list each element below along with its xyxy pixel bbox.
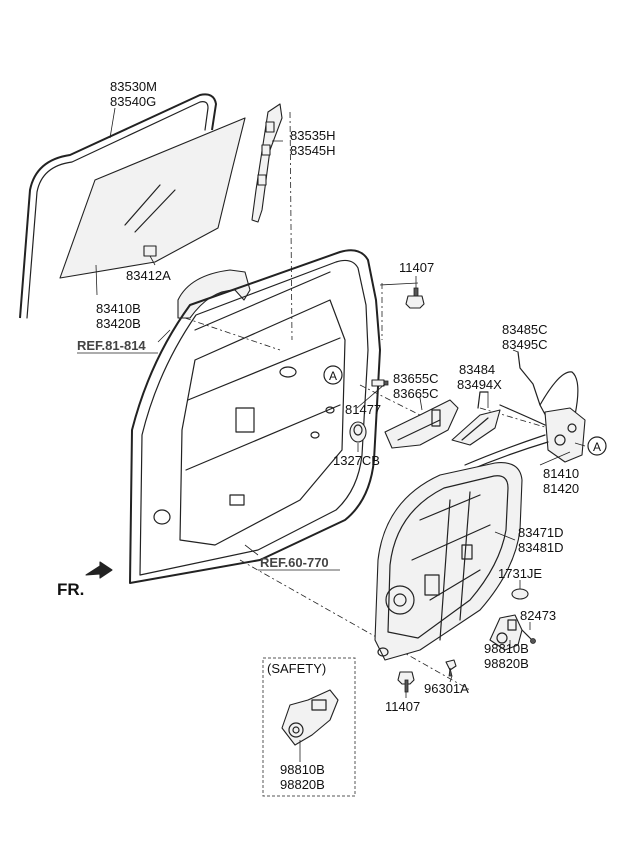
- phantom-line-latch: [479, 407, 556, 431]
- window-regulator[interactable]: [374, 462, 523, 661]
- label-front-direction: FR.: [57, 580, 84, 599]
- label-cable-2: 83495C: [502, 337, 548, 352]
- plug[interactable]: [511, 588, 529, 600]
- bolt-bottom[interactable]: [397, 671, 415, 693]
- phantom-line-regulator: [239, 559, 471, 691]
- glass-holder[interactable]: [143, 245, 157, 257]
- safety-box: [262, 657, 356, 797]
- label-regulator-2: 83481D: [518, 540, 564, 555]
- label-motor-1: 98810B: [484, 641, 529, 656]
- label-motor-2: 98820B: [484, 656, 529, 671]
- label-safety-motor-2: 98820B: [280, 777, 325, 792]
- bolt-top[interactable]: [405, 287, 425, 309]
- callout-a-upper-text: A: [329, 369, 337, 383]
- label-glass-holder: 83412A: [126, 268, 171, 283]
- leader-lines: [95, 107, 586, 762]
- label-inner-handle-2: 83665C: [393, 386, 439, 401]
- label-door-glass-2: 83420B: [96, 316, 141, 331]
- label-latch-2: 81420: [543, 481, 579, 496]
- regulator-motor[interactable]: [489, 614, 523, 651]
- handle-cable[interactable]: [499, 351, 579, 426]
- inside-handle[interactable]: [384, 399, 459, 449]
- label-bolt-top: 11407: [399, 260, 434, 275]
- label-door-glass-1: 83410B: [96, 301, 141, 316]
- label-channel-2: 83545H: [290, 143, 336, 158]
- lock-rod[interactable]: [451, 391, 501, 446]
- stopper[interactable]: [349, 421, 367, 443]
- striker[interactable]: [371, 379, 389, 387]
- safety-motor[interactable]: [281, 689, 339, 746]
- label-latch-1: 81410: [543, 466, 579, 481]
- label-ref-door[interactable]: REF.60-770: [260, 555, 329, 570]
- screw[interactable]: [521, 629, 536, 644]
- label-striker: 81477: [345, 402, 381, 417]
- label-inner-handle-1: 83655C: [393, 371, 439, 386]
- door-latch[interactable]: [464, 407, 586, 473]
- label-safety-title: (SAFETY): [267, 661, 326, 676]
- label-window-run-2: 83540G: [110, 94, 156, 109]
- label-lock-rod-1: 83484: [459, 362, 495, 377]
- label-lock-rod-2: 83494X: [457, 377, 502, 392]
- door-glass[interactable]: [59, 117, 246, 279]
- phantom-line-handle: [184, 317, 281, 351]
- rear-channel[interactable]: [251, 103, 283, 223]
- label-safety-motor-1: 98810B: [280, 762, 325, 777]
- window-run-channel[interactable]: [19, 93, 217, 319]
- phantom-line-inner: [359, 384, 431, 421]
- label-screw: 82473: [520, 608, 556, 623]
- label-clip: 96301A: [424, 681, 469, 696]
- front-direction-arrow-icon: [85, 561, 113, 579]
- label-stopper: 1327CB: [333, 453, 380, 468]
- label-bolt-bottom: 11407: [385, 699, 420, 714]
- label-window-run-1: 83530M: [110, 79, 157, 94]
- label-channel-1: 83535H: [290, 128, 336, 143]
- label-cable-1: 83485C: [502, 322, 548, 337]
- label-plug: 1731JE: [498, 566, 542, 581]
- door-shell[interactable]: [129, 249, 381, 584]
- callout-a-right: A: [587, 436, 607, 456]
- outside-handle[interactable]: [177, 269, 251, 319]
- clip[interactable]: [445, 659, 457, 677]
- label-ref-handle[interactable]: REF.81-814: [77, 338, 146, 353]
- callout-a-right-text: A: [593, 440, 601, 454]
- phantom-line-channel: [289, 111, 293, 341]
- label-regulator-1: 83471D: [518, 525, 564, 540]
- callout-a-upper: A: [323, 365, 343, 385]
